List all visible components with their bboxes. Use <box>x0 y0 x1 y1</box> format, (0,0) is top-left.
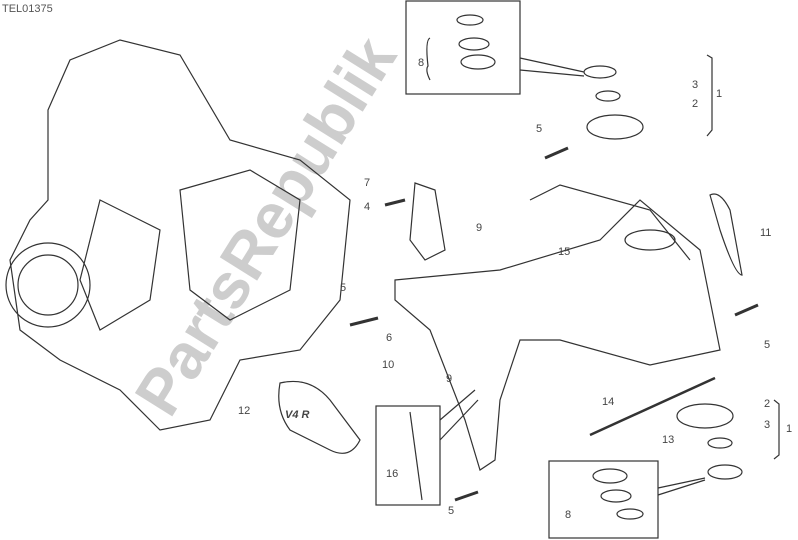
callout-4: 4 <box>364 201 370 213</box>
callout-3: 3 <box>692 79 698 91</box>
callout-16: 16 <box>386 468 398 480</box>
v4r-emblem <box>278 380 361 454</box>
callout-12: 12 <box>238 405 250 417</box>
callout-2: 2 <box>764 398 770 410</box>
callout-10: 10 <box>382 359 394 371</box>
frame <box>394 199 721 471</box>
callout-8: 8 <box>418 57 424 69</box>
callout-11: 11 <box>760 227 771 239</box>
upper-bearing-inset <box>405 0 521 95</box>
emblem-text: V4 R <box>285 409 310 421</box>
callout-1: 1 <box>716 88 722 100</box>
callout-5: 5 <box>536 123 542 135</box>
cable-tie-inset <box>375 405 441 506</box>
callout-3: 3 <box>764 419 770 431</box>
callout-14: 14 <box>602 396 614 408</box>
callout-1: 1 <box>786 423 792 435</box>
callout-15: 15 <box>558 246 570 258</box>
callout-7: 7 <box>364 177 370 189</box>
callout-5: 5 <box>448 505 454 517</box>
callout-13: 13 <box>662 434 674 446</box>
callout-5: 5 <box>340 282 346 294</box>
callout-5: 5 <box>764 339 770 351</box>
diagram-code: TEL01375 <box>2 3 53 15</box>
callout-9: 9 <box>476 222 482 234</box>
callout-9: 9 <box>446 373 452 385</box>
callout-6: 6 <box>386 332 392 344</box>
callout-2: 2 <box>692 98 698 110</box>
watermark: PartsRepublik <box>121 24 410 427</box>
lower-bearing-inset <box>548 460 659 539</box>
engine-block <box>9 39 351 431</box>
callout-8: 8 <box>565 509 571 521</box>
